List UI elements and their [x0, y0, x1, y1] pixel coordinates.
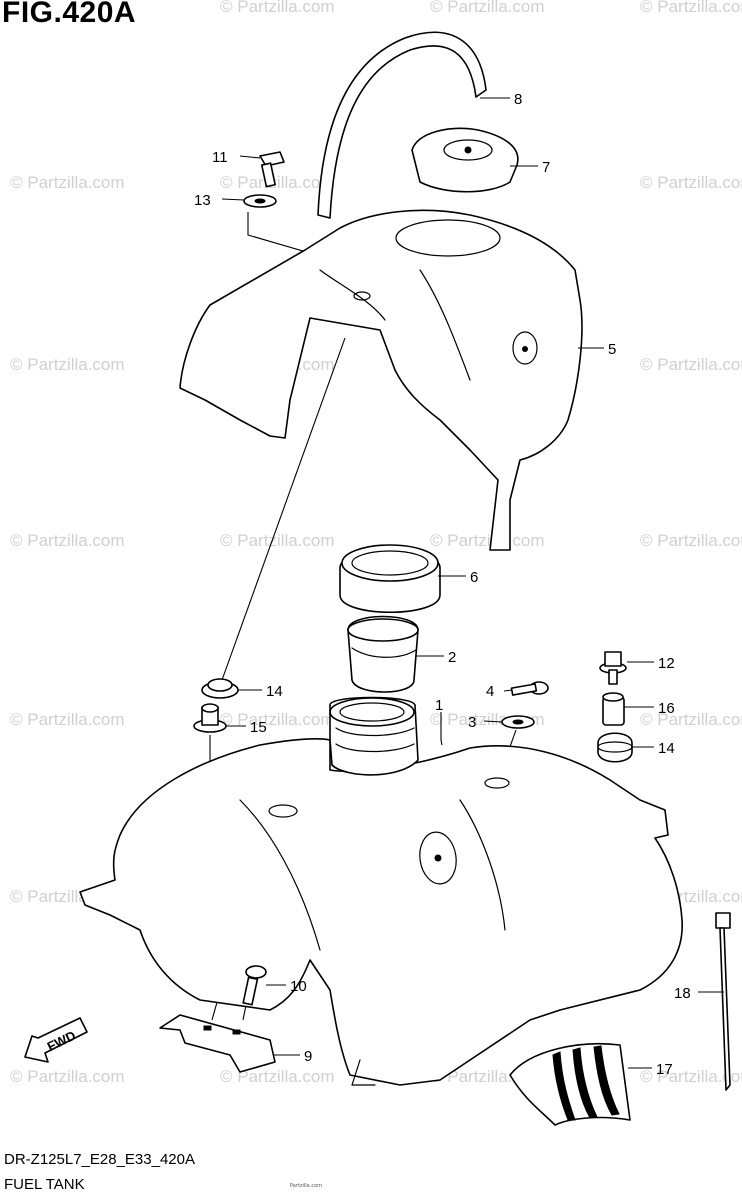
fwd-arrow: FWD — [24, 1017, 88, 1063]
part-2-filler-sleeve — [347, 615, 419, 693]
part-18-cable-tie — [715, 912, 731, 1091]
watermark: © Partzilla.com — [220, 1067, 335, 1086]
callout-13: 13 — [194, 192, 211, 209]
watermark: © Partzilla.com — [220, 710, 335, 729]
watermark: © Partzilla.com — [640, 173, 742, 192]
callout-16: 16 — [658, 700, 675, 717]
part-5-tank-cover — [179, 209, 583, 551]
part-1-fuel-tank — [79, 696, 683, 1086]
callout-12: 12 — [658, 655, 675, 672]
part-17-heat-protector — [509, 1042, 631, 1126]
callout-5: 5 — [608, 341, 616, 358]
part-3-washer — [501, 715, 535, 729]
callout-8: 8 — [514, 91, 522, 108]
watermark: © Partzilla.com — [640, 0, 742, 16]
callout-18: 18 — [674, 985, 691, 1002]
callout-leaders — [221, 97, 724, 1069]
part-11-bolt — [259, 151, 285, 188]
figure-title: FIG.420A — [2, 0, 137, 29]
watermark: © Partzilla.com — [10, 1067, 125, 1086]
part-8-breather-hose — [317, 31, 487, 219]
callout-2: 2 — [448, 649, 456, 666]
watermark: © Partzilla.com — [10, 173, 125, 192]
watermark: © Partzilla.com — [430, 531, 545, 550]
callout-6: 6 — [470, 569, 478, 586]
watermark: © Partzilla.com — [640, 355, 742, 374]
watermark: © Partzilla.com — [220, 173, 335, 192]
part-6-filler-seal — [339, 544, 441, 613]
watermark: © Partzilla.com — [640, 1067, 742, 1086]
part-9-bracket — [159, 1014, 276, 1073]
callout-15: 15 — [250, 719, 267, 736]
watermark: © Partzilla.com — [10, 710, 125, 729]
callout-4: 4 — [486, 683, 494, 700]
callout-14-right: 14 — [658, 740, 675, 757]
watermark: © Partzilla.com — [10, 531, 125, 550]
callout-17: 17 — [656, 1061, 673, 1078]
part-16-spacer — [602, 692, 625, 726]
watermark: © Partzilla.com — [430, 0, 545, 16]
part-7-fuel-cap — [411, 127, 519, 193]
watermark: © Partzilla.com — [220, 0, 335, 16]
callout-10: 10 — [290, 978, 307, 995]
section-name: FUEL TANK — [4, 1176, 85, 1193]
part-13-washer — [243, 194, 277, 208]
footer-note: Partzilla.com — [290, 1183, 322, 1189]
part-14-grommet-left — [201, 678, 239, 699]
callout-14-left: 14 — [266, 683, 283, 700]
callout-9: 9 — [304, 1048, 312, 1065]
part-10-bolt — [242, 965, 267, 1006]
watermark: © Partzilla.com — [220, 531, 335, 550]
part-4-screw — [510, 681, 549, 696]
model-code: DR-Z125L7_E28_E33_420A — [4, 1151, 195, 1168]
watermark: © Partzilla.com — [10, 355, 125, 374]
callout-11: 11 — [212, 149, 228, 166]
watermark: © Partzilla.com — [640, 710, 742, 729]
callout-1: 1 — [435, 697, 443, 714]
callout-numbers: 1 2 3 4 5 6 7 8 9 10 11 12 13 14 14 15 1… — [194, 91, 691, 1078]
watermark: © Partzilla.com — [640, 531, 742, 550]
part-14-grommet-right — [597, 732, 633, 763]
callout-3: 3 — [468, 714, 476, 731]
callout-7: 7 — [542, 159, 550, 176]
part-12-bolt — [599, 651, 627, 685]
